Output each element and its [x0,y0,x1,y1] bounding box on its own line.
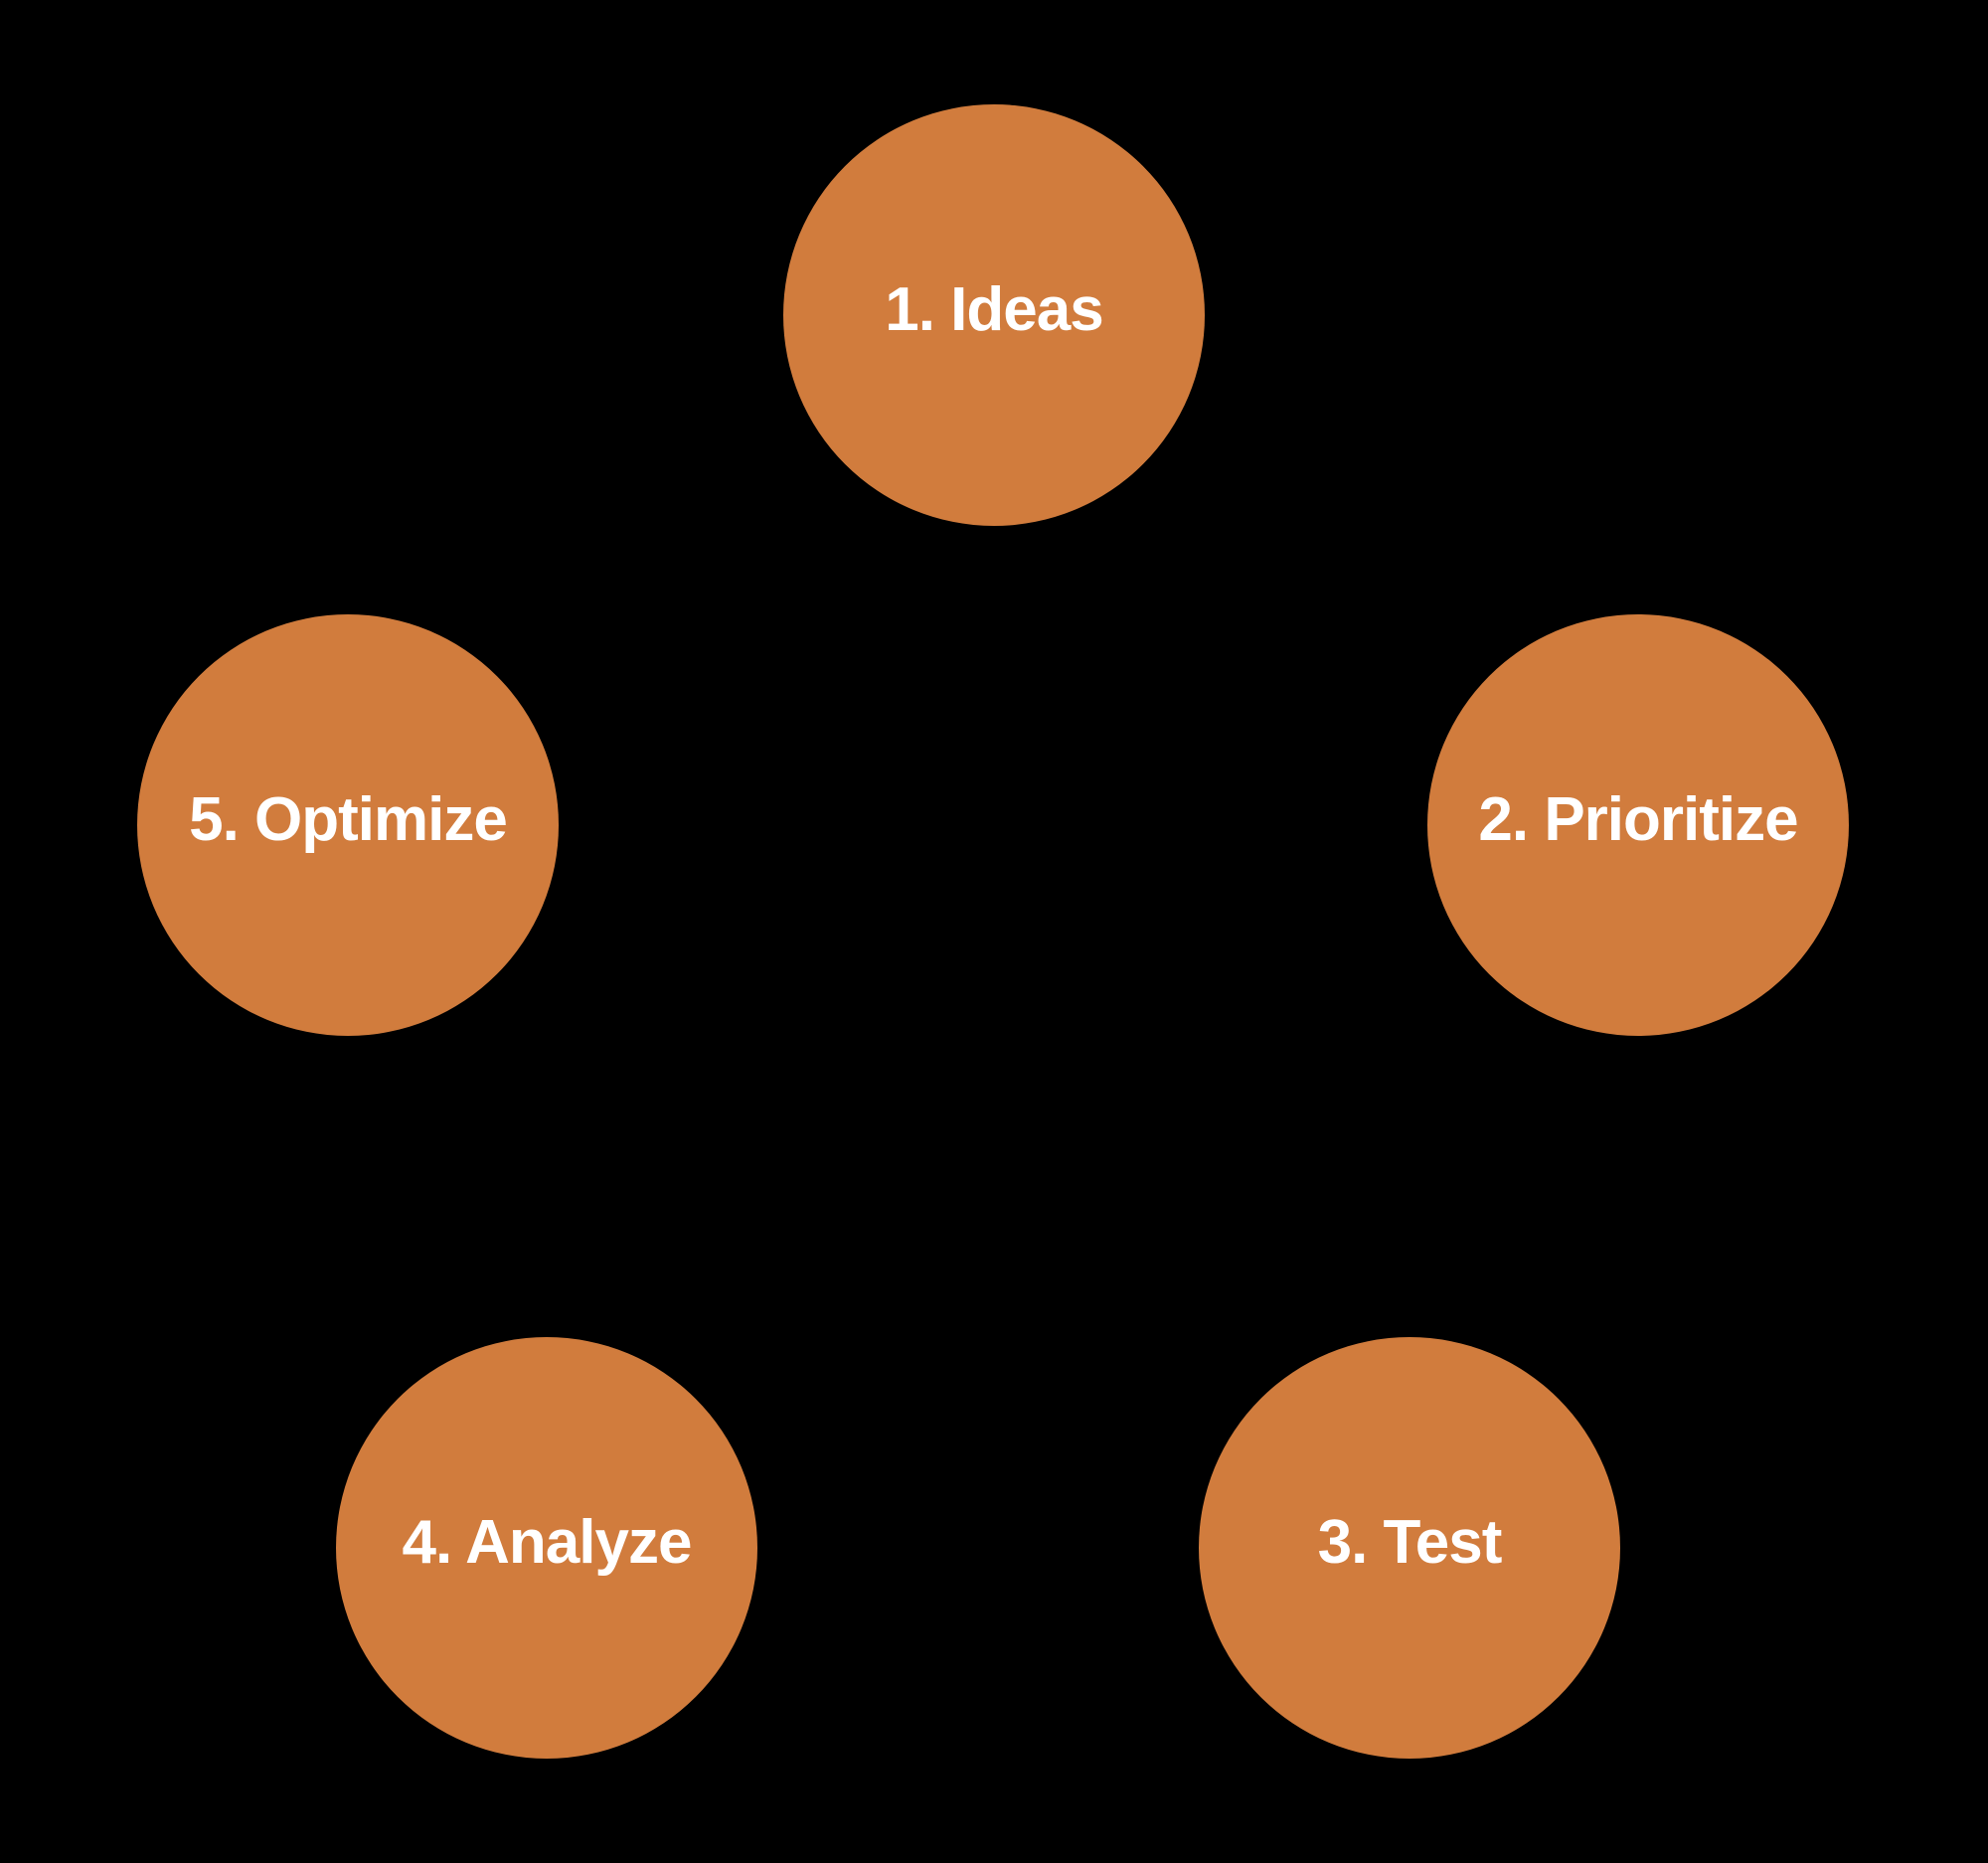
cycle-node-prioritize: 2. Prioritize [1427,614,1849,1036]
cycle-node-optimize: 5. Optimize [137,614,559,1036]
cycle-node-test-label: 3. Test [1317,1507,1503,1577]
cycle-node-ideas: 1. Ideas [783,104,1205,526]
cycle-node-test: 3. Test [1199,1337,1620,1759]
cycle-node-optimize-label: 5. Optimize [189,784,508,854]
cycle-node-analyze: 4. Analyze [336,1337,757,1759]
cycle-node-analyze-label: 4. Analyze [402,1507,693,1577]
cycle-node-prioritize-label: 2. Prioritize [1478,784,1798,854]
cycle-node-ideas-label: 1. Ideas [885,274,1103,344]
